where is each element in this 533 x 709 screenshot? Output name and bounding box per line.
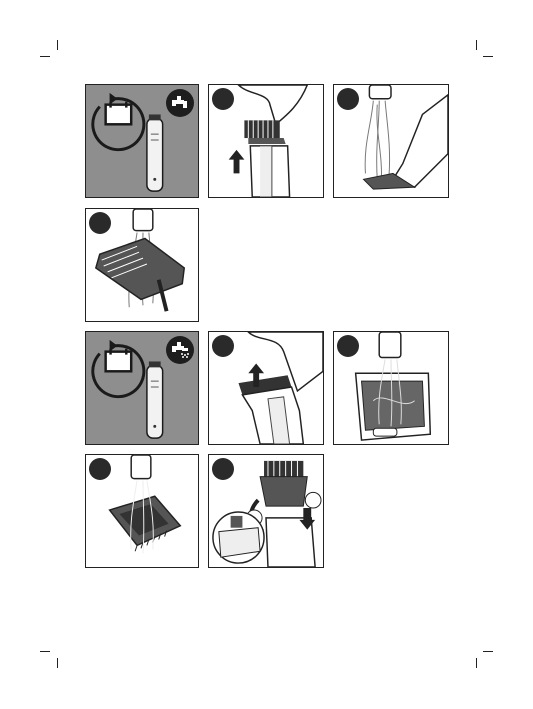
step-reattach-cutting-unit (208, 454, 324, 568)
step-badge (337, 88, 359, 110)
step-badge (212, 88, 234, 110)
step-rinse-comb (85, 208, 199, 322)
shower-tap-icon (166, 336, 194, 364)
step-badge (89, 458, 111, 480)
intro-panel-tap (85, 84, 199, 198)
step-remove-comb (208, 84, 324, 198)
intro-panel-shower (85, 331, 199, 445)
step-remove-cutting-unit (208, 331, 324, 445)
tap-icon (166, 89, 194, 117)
step-badge (89, 212, 111, 234)
step-rinse-cutting-unit (85, 454, 199, 568)
step-badge (337, 335, 359, 357)
step-rinse-hair-chamber (333, 331, 449, 445)
step-badge (212, 335, 234, 357)
step-badge (212, 458, 234, 480)
step-rinse-trimmer-head (333, 84, 449, 198)
